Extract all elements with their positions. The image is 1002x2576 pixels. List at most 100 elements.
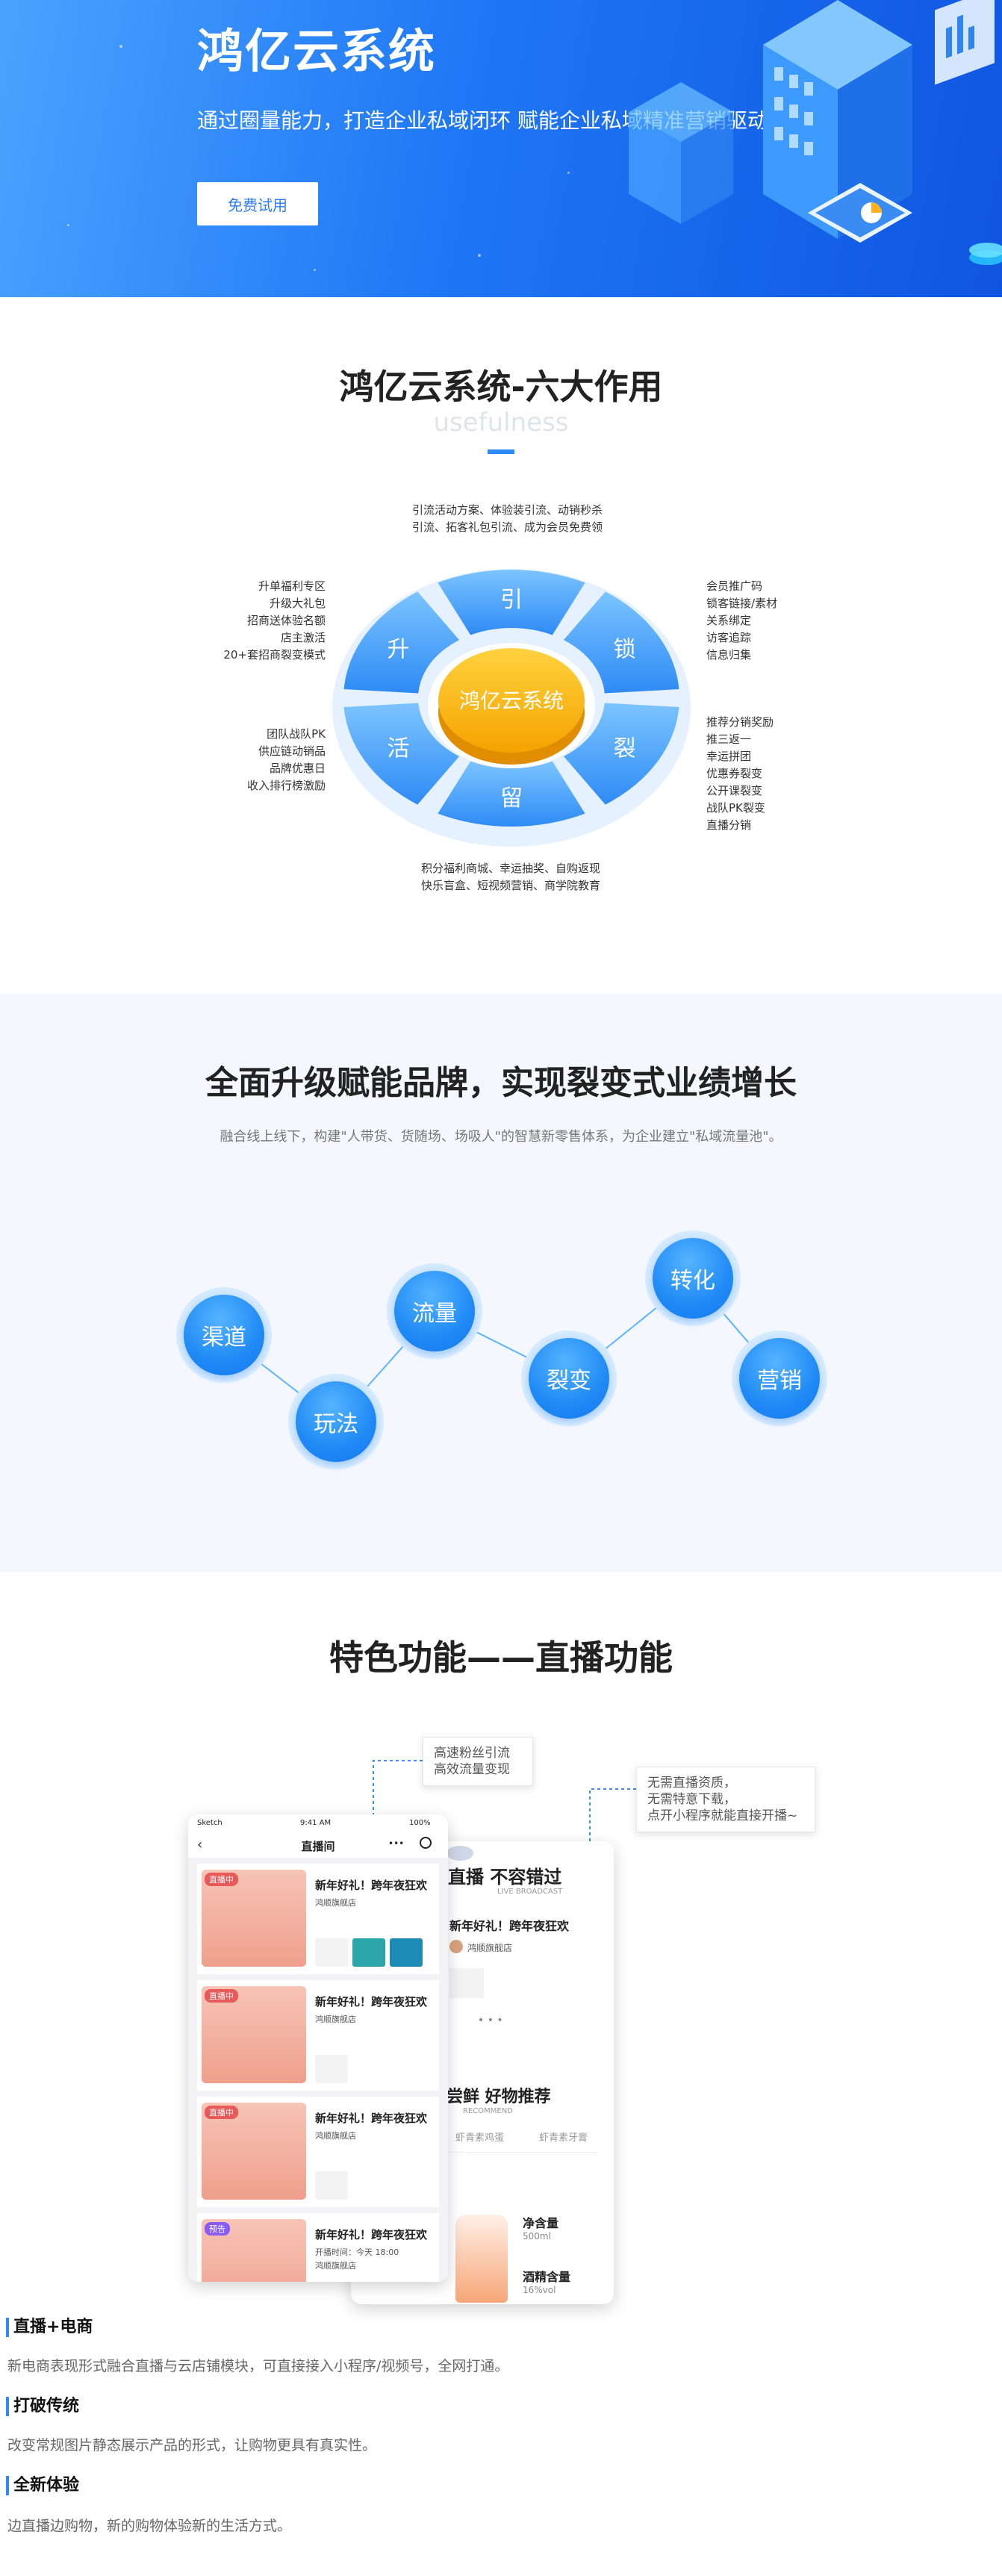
status-battery: 100% xyxy=(409,1819,431,1827)
wheel-segment xyxy=(563,703,679,805)
isometric-city-illustration xyxy=(629,0,1002,265)
live-card-shop: 鸿顺旗舰店 xyxy=(315,1898,356,1908)
flow-node-fission: 裂变 xyxy=(521,1331,617,1426)
phone2-heading-en: LIVE BROADCAST xyxy=(497,1888,563,1896)
avatar xyxy=(449,1940,463,1953)
annotation-right-bottom: 推荐分销奖励 推三返一 幸运拼团 优惠券裂变 公开课裂变 战队PK裂变 直播分销 xyxy=(706,714,774,834)
preview-badge: 预告 xyxy=(205,2222,230,2236)
feature-title: 全新体验 xyxy=(6,2476,79,2495)
sparkle-dot xyxy=(67,224,69,226)
live-card[interactable]: 直播中 新年好礼！跨年夜狂欢 鸿顺旗舰店 xyxy=(197,1864,439,1974)
back-arrow-icon[interactable]: ‹ xyxy=(197,1837,203,1852)
live-card-shop: 鸿顺旗舰店 xyxy=(315,2015,356,2024)
annotation-line: 店主激活 xyxy=(280,631,326,644)
annotation-line: 供应链动销品 xyxy=(258,744,326,758)
product-thumbnail xyxy=(315,2171,348,2200)
live-title: 特色功能——直播功能 xyxy=(329,1637,673,1678)
wheel-segment-label: 裂 xyxy=(614,736,636,762)
usefulness-subtitle: usefulness xyxy=(433,408,569,438)
live-card[interactable]: 直播中 新年好礼！跨年夜狂欢 鸿顺旗舰店 xyxy=(197,1980,439,2091)
annotation-line: 升单福利专区 xyxy=(258,579,326,593)
live-card-title: 新年好礼！跨年夜狂欢 xyxy=(315,2228,428,2241)
annotation-line: 引流活动方案、体验装引流、动销秒杀 xyxy=(412,503,603,517)
live-thumbnail: 直播中 xyxy=(202,1870,306,1967)
sparkle-dot xyxy=(567,172,570,174)
product-bottle-image xyxy=(455,2215,508,2303)
live-badge: 直播中 xyxy=(205,1989,238,2003)
annotation-left-bottom: 团队战队PK 供应链动销品 品牌优惠日 收入排行榜激励 xyxy=(206,726,326,794)
annotation-line: 战队PK裂变 xyxy=(706,801,765,815)
feature-description: 改变常规图片静态展示产品的形式，让购物更具有真实性。 xyxy=(7,2437,377,2454)
annotation-line: 锁客链接/素材 xyxy=(706,597,778,610)
live-list: 直播中 新年好礼！跨年夜狂欢 鸿顺旗舰店 直播中 新年好礼！跨年夜狂欢 鸿顺旗舰… xyxy=(188,1858,448,2282)
annotation-line: 团队战队PK xyxy=(267,727,326,741)
product-thumbnail xyxy=(352,1938,385,1967)
annotation-left-top: 升单福利专区 升级大礼包 招商送体验名额 店主激活 20+套招商裂变模式 xyxy=(206,578,326,664)
wheel-center-label: 鸿亿云系统 xyxy=(459,688,564,713)
callout-line: 高速粉丝引流 xyxy=(434,1746,510,1761)
live-card[interactable]: 预告 新年好礼！跨年夜狂欢 开播时间：今天 18:00 鸿顺旗舰店 xyxy=(197,2213,439,2282)
annotation-top: 引流活动方案、体验装引流、动销秒杀 引流、拓客礼包引流、成为会员免费领 xyxy=(412,502,603,536)
growth-flow-lines xyxy=(223,1277,780,1423)
hero-title: 鸿亿云系统 xyxy=(197,24,437,78)
wheel-segment-label: 引 xyxy=(500,587,523,613)
callout-traffic: 高速粉丝引流 高效流量变现 xyxy=(423,1737,533,1786)
product-thumbnail xyxy=(315,1938,348,1967)
flow-node-marketing: 营销 xyxy=(732,1331,827,1426)
tab-item[interactable]: 虾青素牙膏 xyxy=(539,2132,588,2144)
record-icon[interactable] xyxy=(420,1837,432,1849)
flow-node-label: 玩法 xyxy=(296,1381,376,1462)
pager-dots-icon: • • • xyxy=(478,2015,503,2026)
annotation-right-top: 会员推广码 锁客链接/素材 关系绑定 访客追踪 信息归集 xyxy=(706,578,777,664)
annotation-line: 快乐盲盒、短视频营销、商学院教育 xyxy=(421,879,601,892)
free-trial-button[interactable]: 免费试用 xyxy=(197,182,318,225)
live-card-title: 新年好礼！跨年夜狂欢 xyxy=(315,2112,428,2125)
tab-item[interactable]: 虾青素鸡蛋 xyxy=(455,2132,505,2144)
flow-node-label: 转化 xyxy=(653,1238,733,1319)
status-time: 9:41 AM xyxy=(300,1819,332,1827)
annotation-line: 积分福利商城、幸运抽奖、自购返现 xyxy=(421,862,601,875)
brand-description: 融合线上线下，构建"人带货、货随场、场吸人"的智慧新零售体系，为企业建立"私域流… xyxy=(220,1129,782,1145)
callout-line: 点开小程序就能直接开播~ xyxy=(647,1808,798,1823)
usefulness-title: 鸿亿云系统-六大作用 xyxy=(339,367,663,407)
wheel-segment xyxy=(438,761,585,827)
status-bar: Sketch 9:41 AM 100% xyxy=(188,1814,448,1834)
live-thumbnail: 预告 xyxy=(202,2219,306,2282)
spec-label: 酒精含量 xyxy=(523,2270,571,2284)
annotation-line: 关系绑定 xyxy=(706,614,752,627)
hub-top xyxy=(438,648,585,753)
hero-subtitle: 通过圈量能力，打造企业私域闭环 赋能企业私域精准营销驱动业务增长 xyxy=(197,108,852,133)
flow-node-label: 营销 xyxy=(739,1338,820,1419)
brand-title: 全面升级赋能品牌，实现裂变式业绩增长 xyxy=(205,1064,797,1102)
annotation-line: 推三返一 xyxy=(706,732,752,746)
sparkle-dot xyxy=(478,254,481,257)
live-card[interactable]: 直播中 新年好礼！跨年夜狂欢 鸿顺旗舰店 xyxy=(197,2097,439,2207)
annotation-line: 幸运拼团 xyxy=(706,750,752,763)
callout-line: 高效流量变现 xyxy=(434,1762,510,1777)
flow-node-label: 流量 xyxy=(394,1271,475,1351)
live-badge: 直播中 xyxy=(205,2106,238,2119)
annotation-line: 优惠券裂变 xyxy=(706,767,763,780)
avatar xyxy=(446,1846,473,1861)
feature-title: 直播+电商 xyxy=(6,2318,93,2337)
more-menu-icon[interactable]: ••• xyxy=(388,1838,405,1849)
annotation-line: 20+套招商裂变模式 xyxy=(223,648,326,662)
product-thumbnail xyxy=(315,2055,348,2083)
live-thumbnail: 直播中 xyxy=(202,2103,306,2200)
wheel-segment-label: 锁 xyxy=(614,637,636,663)
wheel-segment-label: 留 xyxy=(500,785,523,812)
flow-node-play: 玩法 xyxy=(288,1374,384,1469)
wheel-segment xyxy=(438,570,585,635)
callout-line: 无需直播资质， xyxy=(647,1776,736,1791)
product-thumbnail xyxy=(449,1968,484,1998)
hero-banner: 鸿亿云系统 通过圈量能力，打造企业私域闭环 赋能企业私域精准营销驱动业务增长 免… xyxy=(0,0,1002,297)
wheel-segment-label: 活 xyxy=(387,736,409,762)
annotation-line: 招商送体验名额 xyxy=(246,614,326,627)
status-carrier: Sketch xyxy=(197,1819,223,1827)
phone2-card-title: 新年好礼！跨年夜狂欢 xyxy=(449,1919,570,1933)
wheel-segment xyxy=(563,591,679,694)
spec-label: 净含量 xyxy=(523,2216,559,2230)
live-card-title: 新年好礼！跨年夜狂欢 xyxy=(315,1879,428,1892)
